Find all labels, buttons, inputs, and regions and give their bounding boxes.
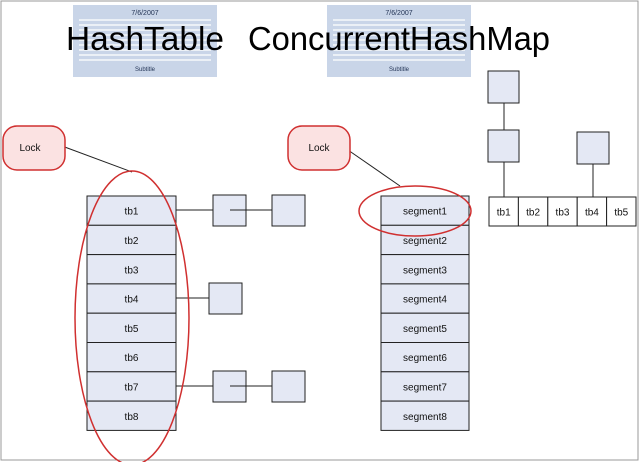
hashtable-bucket-label: tb3 bbox=[125, 265, 139, 276]
chain-node bbox=[576, 131, 610, 165]
segment-bucket-label: tb2 bbox=[526, 208, 540, 219]
segment-column: segment1 segment2 segment3 segment4 segment5… bbox=[380, 195, 470, 431]
segment-bucket-label: tb4 bbox=[585, 208, 599, 219]
hashtable-bucket bbox=[86, 312, 177, 344]
segment-label: segment8 bbox=[403, 412, 447, 423]
slide-date: 7/6/2007 bbox=[385, 10, 412, 17]
slide-subtitle: Subtitle bbox=[389, 67, 410, 73]
hashtable-lock-label: Lock bbox=[19, 143, 41, 154]
chain-node bbox=[208, 282, 243, 315]
segment-label: segment7 bbox=[403, 382, 447, 393]
hashtable-bucket bbox=[86, 400, 177, 431]
hashtable-lock-connector bbox=[61, 145, 133, 173]
hashtable-bucket bbox=[86, 342, 177, 373]
slide-subtitle: Subtitle bbox=[135, 67, 156, 73]
segment-label: segment4 bbox=[403, 295, 447, 306]
hashtable-bucket-label: tb2 bbox=[125, 236, 139, 247]
concurrent-lock-box bbox=[287, 125, 351, 171]
chain-node bbox=[487, 70, 520, 104]
segment-label: segment5 bbox=[403, 324, 447, 335]
segment-cell bbox=[380, 254, 470, 285]
segment-label: segment1 bbox=[403, 207, 447, 218]
hashtable-bucket bbox=[86, 224, 177, 256]
chain-node bbox=[487, 129, 520, 163]
hashtable-bucket-label: tb4 bbox=[125, 295, 139, 306]
slide-thumbnail-background bbox=[73, 5, 217, 77]
segment-cell bbox=[380, 195, 470, 226]
segment-label: segment3 bbox=[403, 265, 447, 276]
segment-bucket-label: tb1 bbox=[497, 208, 511, 219]
hashtable-bucket-column: tb1 tb2 tb3 tb4 tb5 tb6 tb7 tb8 bbox=[86, 195, 177, 431]
slide-thumbnail-1: 7/6/2007 Subtitle bbox=[73, 5, 217, 77]
segment-bucket bbox=[488, 196, 519, 227]
segment-bucket bbox=[606, 196, 637, 227]
segment-bucket bbox=[517, 196, 549, 227]
segment-cell bbox=[380, 283, 470, 314]
concurrent-lock-label: Lock bbox=[308, 143, 330, 154]
segment-cell bbox=[380, 400, 470, 431]
slide-stripes bbox=[333, 19, 465, 61]
hashtable-chains bbox=[176, 194, 306, 403]
segment-bucket-chains bbox=[487, 70, 610, 197]
slide-thumbnail-2: 7/6/2007 Subtitle bbox=[327, 5, 471, 77]
hashtable-bucket-label: tb5 bbox=[125, 324, 139, 335]
slide-stripes bbox=[79, 19, 211, 61]
slide-thumbnail-background bbox=[327, 5, 471, 77]
chain-node bbox=[271, 370, 306, 403]
hashtable-lock-box bbox=[2, 125, 66, 171]
segment-lock-scope-ellipse bbox=[358, 185, 472, 237]
segment-bucket-label: tb5 bbox=[614, 208, 628, 219]
segment-cell bbox=[380, 312, 470, 344]
concurrenthashmap-title: ConcurrentHashMap bbox=[248, 20, 550, 57]
concurrent-lock-connector bbox=[347, 149, 401, 187]
segment-label: segment2 bbox=[403, 236, 447, 247]
hashtable-bucket bbox=[86, 195, 177, 226]
segment-label: segment6 bbox=[403, 353, 447, 364]
hashtable-bucket-label: tb8 bbox=[125, 412, 139, 423]
hashtable-bucket-label: tb6 bbox=[125, 353, 139, 364]
slide-date: 7/6/2007 bbox=[131, 10, 158, 17]
segment-bucket-row: tb1 tb2 tb3 tb4 tb5 bbox=[488, 196, 637, 227]
segment-bucket-label: tb3 bbox=[556, 208, 570, 219]
hashtable-bucket-label: tb7 bbox=[125, 382, 139, 393]
segment-cell bbox=[380, 371, 470, 402]
segment-cell bbox=[380, 224, 470, 256]
chain-node bbox=[271, 194, 306, 227]
hashtable-title: HashTable bbox=[66, 20, 224, 57]
hashtable-bucket bbox=[86, 254, 177, 285]
hashtable-bucket-label: tb1 bbox=[125, 207, 139, 218]
segment-bucket bbox=[576, 196, 608, 227]
